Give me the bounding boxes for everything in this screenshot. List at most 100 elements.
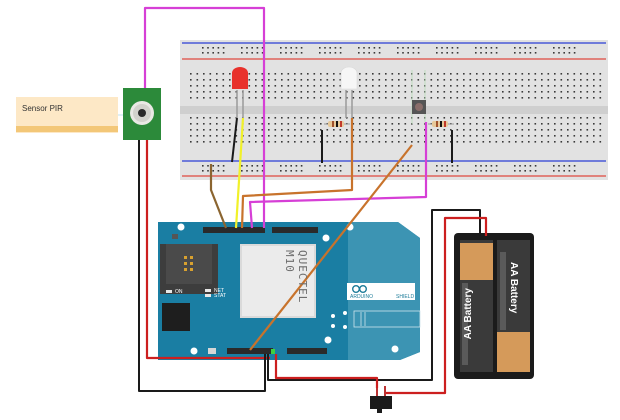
breadboard-hole — [573, 170, 576, 172]
sim-contact — [184, 268, 187, 271]
breadboard-hole — [437, 91, 439, 93]
breadboard-hole — [339, 170, 342, 172]
breadboard-hole — [567, 91, 569, 93]
breadboard-hole — [300, 73, 303, 75]
breadboard-hole — [229, 73, 231, 75]
breadboard-hole — [567, 117, 569, 119]
breadboard-hole — [241, 47, 243, 49]
breadboard-hole — [437, 117, 439, 119]
breadboard-hole — [313, 91, 316, 93]
breadboard-hole — [417, 47, 420, 49]
breadboard-hole — [476, 141, 478, 143]
breadboard-hole — [329, 170, 331, 172]
breadboard-hole — [515, 91, 517, 93]
breadboard-hole — [482, 123, 485, 125]
breadboard-hole — [456, 73, 459, 75]
breadboard-hole — [463, 117, 465, 119]
breadboard-hole — [207, 165, 209, 167]
breadboard-hole — [443, 97, 446, 99]
breadboard-hole — [508, 91, 511, 93]
breadboard-hole — [586, 141, 589, 143]
breadboard-hole — [541, 79, 543, 81]
battery-cell-2-highlight — [500, 252, 506, 330]
breadboard-hole — [339, 135, 342, 137]
breadboard-hole — [521, 73, 524, 75]
breadboard-hole — [528, 79, 530, 81]
breadboard-hole — [333, 135, 335, 137]
breadboard-hole — [203, 73, 205, 75]
breadboard-hole — [261, 85, 264, 87]
breadboard-hole — [256, 170, 259, 172]
breadboard-hole — [207, 170, 209, 172]
breadboard-hole — [222, 117, 225, 119]
breadboard-hole — [412, 170, 415, 172]
breadboard-hole — [190, 85, 192, 87]
breadboard-hole — [502, 123, 504, 125]
breadboard-hole — [372, 97, 374, 99]
breadboard-hole — [398, 97, 400, 99]
breadboard-hole — [333, 97, 335, 99]
breadboard-hole — [534, 123, 537, 125]
breadboard-hole — [207, 47, 209, 49]
breadboard-hole — [359, 123, 361, 125]
breadboard-hole — [515, 97, 517, 99]
breadboard-hole — [307, 91, 309, 93]
breadboard-hole — [480, 170, 482, 172]
breadboard-hole — [573, 135, 576, 137]
breadboard-hole — [326, 79, 329, 81]
breadboard-hole — [534, 97, 537, 99]
breadboard-hole — [519, 165, 521, 167]
breadboard-hole — [320, 91, 322, 93]
breadboard-hole — [385, 135, 387, 137]
breadboard-hole — [469, 135, 472, 137]
wire-magenta-button — [248, 122, 428, 229]
breadboard-hole — [216, 73, 218, 75]
breadboard-hole — [441, 170, 443, 172]
breadboard-hole — [515, 117, 517, 119]
breadboard-hole — [385, 85, 387, 87]
breadboard-hole — [359, 129, 361, 131]
breadboard-hole — [547, 141, 550, 143]
breadboard-hole — [385, 91, 387, 93]
breadboard-hole — [521, 91, 524, 93]
breadboard-hole — [333, 129, 335, 131]
breadboard-hole — [463, 123, 465, 125]
breadboard-hole — [456, 91, 459, 93]
breadboard-hole — [287, 79, 290, 81]
breadboard-hole — [482, 91, 485, 93]
breadboard-hole — [281, 79, 283, 81]
breadboard-hole — [334, 165, 337, 167]
breadboard-hole — [365, 73, 368, 75]
sim-contact — [184, 262, 187, 265]
breadboard-hole — [534, 170, 537, 172]
breadboard-hole — [326, 85, 329, 87]
breadboard-hole — [294, 79, 296, 81]
antenna-pad — [331, 314, 335, 318]
breadboard-hole — [229, 85, 231, 87]
breadboard-hole — [261, 97, 264, 99]
mount-hole — [322, 234, 330, 242]
breadboard-hole — [212, 170, 214, 172]
breadboard-hole — [553, 52, 555, 54]
breadboard-hole — [285, 52, 287, 54]
breadboard-hole — [469, 85, 472, 87]
breadboard-hole — [217, 165, 220, 167]
breadboard-hole — [287, 135, 290, 137]
breadboard-hole — [495, 97, 498, 99]
breadboard-hole — [404, 85, 407, 87]
breadboard-hole — [333, 117, 335, 119]
green-pin-marker — [271, 349, 275, 354]
breadboard-hole — [580, 97, 582, 99]
resistor-band — [340, 121, 342, 127]
breadboard-hole — [346, 91, 348, 93]
breadboard-hole — [196, 85, 199, 87]
breadboard-hole — [313, 97, 316, 99]
breadboard-hole — [255, 141, 257, 143]
breadboard-hole — [365, 117, 368, 119]
sim-contact — [190, 268, 193, 271]
breadboard — [180, 40, 608, 180]
breadboard-hole — [573, 165, 576, 167]
breadboard-hole — [554, 85, 556, 87]
breadboard-hole — [391, 73, 394, 75]
breadboard-hole — [495, 141, 498, 143]
